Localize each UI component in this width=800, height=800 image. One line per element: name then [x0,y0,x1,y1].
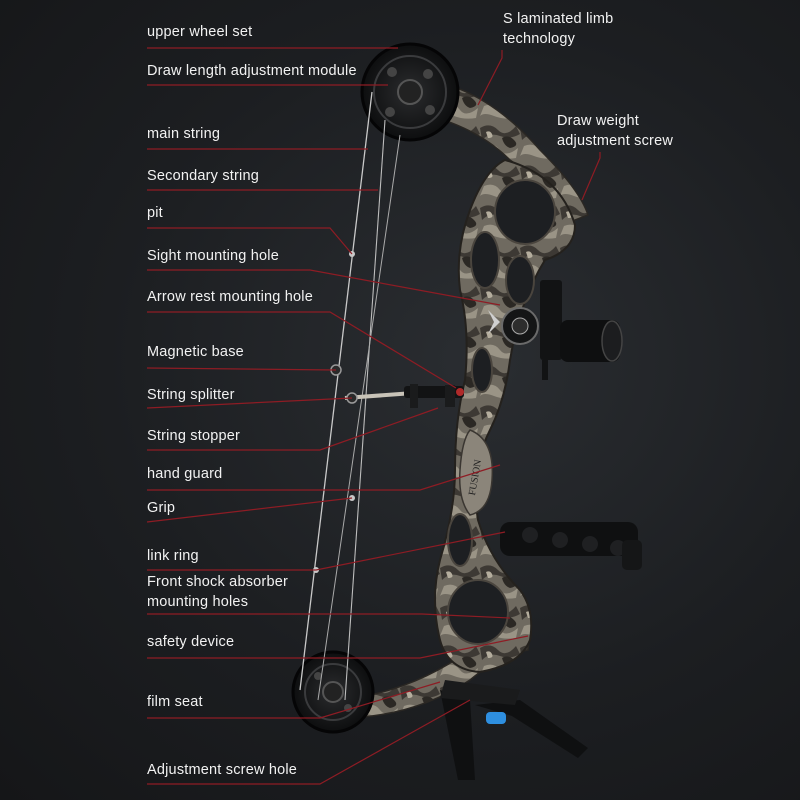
leader-front-shock [147,613,511,619]
compound-bow: FUSION [291,42,642,780]
leader-safety-device [147,635,529,659]
label-pit: pit [147,205,163,221]
leader-string-stopper [147,407,439,451]
riser-cutout-2 [470,231,500,289]
stabilizer [500,522,642,570]
leader-string-splitter [146,397,353,409]
riser-cutout-5 [447,513,473,567]
label-link-ring: link ring [147,548,199,564]
bow-stand [440,680,588,780]
leader-grip [146,497,353,523]
riser-cutout-3 [505,255,535,305]
leader-adjustment-screw [147,699,471,785]
label-magnetic-base: Magnetic base [147,344,244,360]
leader-draw-weight [581,152,601,201]
riser-cutout-upper [494,179,556,245]
string-stopper [404,384,464,408]
riser-cutout-4 [471,347,493,393]
label-hand-guard: hand guard [147,466,223,482]
upper-cam [360,42,460,142]
label-draw-weight-adjustment-screw: Draw weight adjustment screw [557,113,674,149]
lower-cam [291,650,375,734]
label-main-string: main string [147,126,221,142]
sight [488,280,623,380]
label-string-stopper: String stopper [147,428,241,444]
leader-magnetic-base [146,367,337,371]
label-sight-mounting-hole: Sight mounting hole [147,248,279,264]
label-adjustment-screw-hole: Adjustment screw hole [147,762,298,778]
label-upper-wheel-set: upper wheel set [147,24,253,40]
label-secondary-string: Secondary string [147,168,260,184]
secondary-string [344,119,386,701]
label-string-splitter: String splitter [147,387,235,403]
cable [317,134,401,701]
label-draw-length-adjustment-module: Draw length adjustment module [147,63,357,79]
leader-film-seat [147,681,441,719]
leader-s-laminated-limb [477,50,503,106]
label-film-seat: film seat [147,694,203,710]
leader-hand-guard [147,464,501,491]
leader-arrow-rest [147,311,457,389]
label-grip: Grip [147,500,176,516]
leader-lines [146,47,601,785]
label-arrow-rest-mounting-hole: Arrow rest mounting hole [147,289,313,305]
leader-pit [147,227,353,255]
leader-link-ring [147,531,506,571]
label-safety-device: safety device [147,634,235,650]
main-string [299,91,373,691]
leader-sight-mounting-hole [147,269,501,306]
riser-cutout-lower [447,579,509,645]
label-front-shock-absorber: Front shock absorber mounting holes [147,574,289,610]
label-s-laminated-limb: S laminated limb technology [503,11,614,47]
